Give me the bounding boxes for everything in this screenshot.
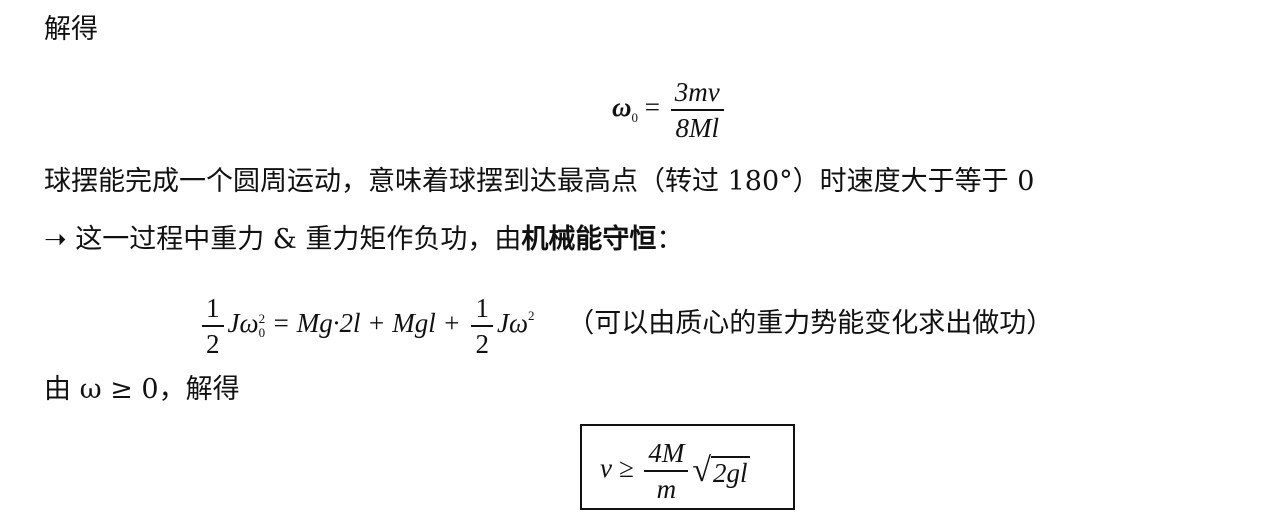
fraction-numerator: 3mv	[670, 75, 724, 111]
omega-symbol: ω	[612, 92, 632, 122]
text-bold-conservation: 机械能守恒	[521, 224, 657, 255]
sub-0-1: 0	[258, 324, 266, 340]
equation-result: v ≥ 4M m √2gl	[600, 430, 750, 506]
sup-2-1: 2	[258, 310, 266, 326]
fraction-4m-m: 4M m	[644, 436, 689, 506]
result-numerator: 4M	[644, 436, 689, 472]
text-energy-conservation: ➝ 这一过程中重力 & 重力矩作负功，由机械能守恒：	[44, 224, 683, 256]
half-denominator-1: 2	[206, 328, 220, 359]
sqrt-expression: √2gl	[692, 451, 750, 489]
result-denominator: m	[656, 473, 677, 504]
text-omega-condition: 由 ω ≥ 0，解得	[44, 374, 240, 405]
result-box: v ≥ 4M m √2gl	[580, 424, 795, 510]
half-numerator-2: 1	[471, 291, 493, 327]
arrow-icon: ➝	[44, 224, 67, 255]
equation-omega0: ω0 = 3mv 8Ml	[612, 72, 728, 153]
text-circular-motion: 球摆能完成一个圆周运动，意味着球摆到达最高点（转过 180°）时速度大于等于 0	[44, 166, 1035, 197]
sup-2-2: 2	[528, 308, 535, 323]
equals-sign: =	[644, 92, 661, 122]
fraction-half-1: 1 2	[202, 291, 224, 361]
omega-subscript: 0	[631, 110, 639, 125]
text-colon: ：	[656, 224, 684, 255]
text-work-description: 这一过程中重力 & 重力矩作负功，由	[75, 224, 522, 255]
fraction-omega0: 3mv 8Ml	[670, 75, 724, 145]
sqrt-icon: √	[692, 451, 711, 489]
half-numerator-1: 1	[202, 291, 224, 327]
sqrt-radicand: 2gl	[710, 455, 750, 488]
fraction-denominator: 8Ml	[675, 112, 720, 143]
v-geq: v ≥	[600, 453, 634, 483]
fraction-half-2: 1 2	[471, 291, 493, 361]
j-omega-2: Jω	[496, 308, 529, 338]
j-omega-1: Jω	[227, 308, 259, 338]
text-jiede: 解得	[44, 14, 98, 45]
half-denominator-2: 2	[475, 328, 489, 359]
equation-rhs: = Mg·2l + Mgl +	[271, 308, 461, 338]
equation-note: （可以由质心的重力势能变化求出做功）	[567, 308, 1054, 339]
